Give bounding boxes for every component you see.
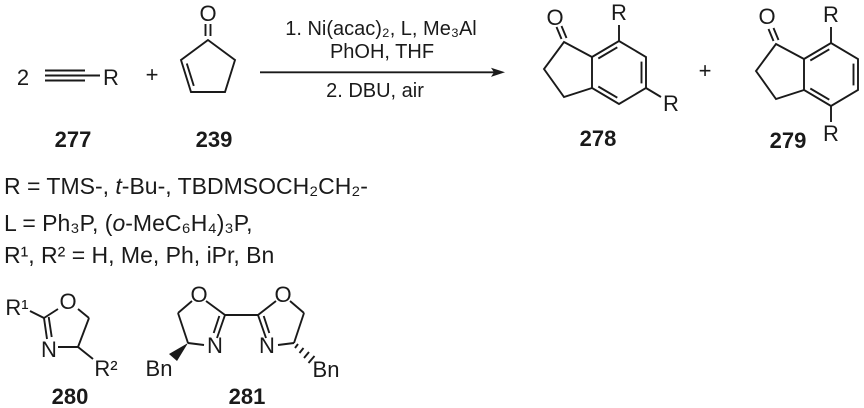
bisoxazoline-structure-281: O N Bn O N — [146, 282, 340, 408]
benzene-ring — [591, 39, 647, 106]
right-o-c2-bond — [257, 300, 277, 316]
right-c2-n-double-bond — [257, 314, 267, 339]
r-assignment-italic-t: t — [115, 173, 122, 199]
r1-r2-assignment-text: R¹, R² = H, Me, Ph, iPr, Bn — [4, 242, 275, 268]
hash-mark — [307, 355, 316, 364]
cyclopentanone-ring — [542, 40, 593, 99]
left-c2-n-double-bond — [216, 314, 226, 339]
right-ring-oxygen-label: O — [274, 282, 291, 307]
r-group-assignment-line: R = TMS-, t-Bu-, TBDMSOCH₂CH₂- — [4, 173, 368, 200]
compound-number-281: 281 — [229, 384, 266, 408]
left-o-c2-bond — [205, 300, 226, 316]
l-assignment-text: L = Ph₃P, ( — [4, 210, 113, 236]
conditions-step1-line1: 1. Ni(acac)₂, L, Me₃Al — [285, 18, 477, 40]
r-assignment-text: -Bu-, TBDMSOCH₂CH₂- — [121, 173, 368, 199]
l-assignment-italic-o: o — [112, 210, 126, 236]
left-wedge-bond-to-bn — [169, 343, 188, 361]
arrow-head — [491, 67, 505, 77]
compound-number-279: 279 — [770, 128, 807, 153]
hash-mark — [294, 343, 299, 349]
ligand-assignment-line: L = Ph₃P, (o-MeC₆H₄)₃P, — [4, 210, 253, 237]
right-benzyl-label: Bn — [313, 357, 340, 382]
right-hashed-wedge-bond-to-bn — [294, 343, 316, 364]
r2-substituent-label: R² — [94, 356, 117, 381]
ring-oxygen-label: O — [59, 289, 76, 314]
benzene-ring — [803, 41, 859, 108]
alkyne-structure-277: 2 R 277 — [17, 65, 119, 152]
left-o-c5-bond — [177, 300, 193, 314]
bond-to-r1 — [29, 310, 45, 319]
right-c5-c4-bond — [293, 312, 305, 344]
carbonyl-double-bond — [772, 27, 780, 41]
compound-number-277: 277 — [55, 127, 92, 152]
indanone-structure-278: O R R 278 — [542, 0, 679, 151]
r-assignment-text: R = TMS-, — [4, 173, 116, 199]
cyclopentene-ring — [179, 38, 237, 93]
aromatic-double-bond-inner-line — [809, 48, 830, 62]
right-c4-n-bond — [277, 342, 295, 346]
carbonyl-double-bond — [560, 25, 568, 39]
indanone-structure-279: O R R 279 — [754, 2, 859, 153]
r1-substituent-label: R¹ — [5, 295, 28, 320]
oxazoline-structure-280: R¹ O N R² 280 — [5, 289, 117, 408]
plus-sign-left: + — [146, 62, 159, 87]
ring-double-bond-inner-line — [185, 63, 195, 87]
r-substituent-c4: R — [823, 121, 839, 146]
r-substituent-c7: R — [823, 2, 839, 27]
compound-number-239: 239 — [196, 127, 233, 152]
carbonyl-oxygen-label: O — [758, 4, 775, 29]
c2-n-double-bond-inner-line — [47, 316, 53, 338]
c2-n-double-bond — [43, 317, 48, 340]
hash-mark — [298, 347, 305, 354]
aromatic-double-bond-inner-line — [597, 46, 618, 60]
r1-r2-assignment-line: R¹, R² = H, Me, Ph, iPr, Bn — [4, 242, 274, 269]
stoichiometry-multiplier: 2 — [17, 65, 29, 90]
r-substituent-c5: R — [663, 91, 679, 116]
reaction-arrow: 1. Ni(acac)₂, L, Me₃Al PhOH, THF 2. DBU,… — [260, 18, 505, 102]
l-assignment-text: -MeC₆H₄)₃P, — [125, 210, 253, 236]
conditions-step2: 2. DBU, air — [326, 80, 424, 102]
hash-mark — [303, 351, 310, 359]
right-o-c5-bond — [289, 300, 305, 314]
carbonyl-double-bond — [767, 28, 775, 42]
conditions-step1-line2: PhOH, THF — [330, 41, 434, 63]
aromatic-double-bond-inner-line — [809, 87, 830, 101]
left-c4-n-bond — [187, 342, 205, 346]
c4-c5-bond — [77, 317, 90, 348]
carbonyl-oxygen-label: O — [546, 5, 563, 30]
right-ring-nitrogen-label: N — [259, 333, 275, 358]
left-ring-nitrogen-label: N — [207, 333, 223, 358]
left-c2-n-double-bond-inner-line — [212, 315, 221, 334]
bond-to-r-side — [645, 87, 662, 98]
r-substituent-c7: R — [611, 0, 627, 25]
alkyne-r-label: R — [103, 65, 119, 90]
carbonyl-oxygen-label: O — [199, 1, 216, 26]
bond-to-r2 — [77, 346, 94, 360]
left-benzyl-label: Bn — [146, 356, 173, 381]
compound-number-278: 278 — [580, 126, 617, 151]
left-ring-oxygen-label: O — [190, 282, 207, 307]
carbonyl-double-bond — [555, 26, 563, 40]
o-c2-bond — [43, 308, 59, 319]
cyclopentenone-structure-239: O 239 — [179, 1, 237, 152]
left-c5-c4-bond — [177, 312, 189, 344]
compound-number-280: 280 — [52, 384, 89, 408]
aromatic-double-bond-inner-line — [597, 85, 618, 99]
cyclopentanone-ring — [754, 42, 805, 101]
o-c5-bond — [77, 308, 90, 319]
right-c2-n-double-bond-inner-line — [262, 315, 271, 334]
ring-nitrogen-label: N — [41, 337, 57, 362]
plus-sign-right: + — [699, 58, 712, 83]
